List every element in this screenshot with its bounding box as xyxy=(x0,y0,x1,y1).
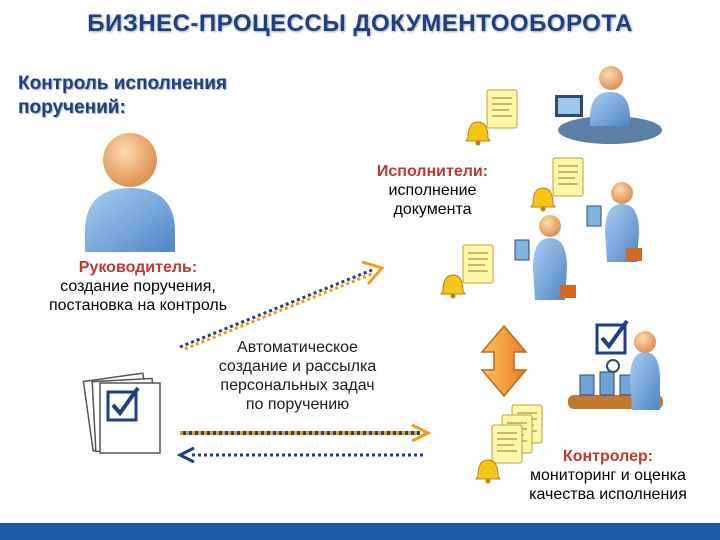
controller-line-2: качества исполнения xyxy=(529,486,687,503)
controller-illustration xyxy=(568,331,663,410)
executors-label: Исполнители: исполнение документа xyxy=(360,162,505,219)
automation-label: Автоматическое создание и рассылка персо… xyxy=(205,338,390,414)
subtitle-line-2: поручений: xyxy=(18,97,126,118)
automation-line-1: Автоматическое xyxy=(237,339,358,356)
document-bell-group-3 xyxy=(440,244,494,299)
executors-line-1: исполнение xyxy=(388,182,477,199)
arrow-to-controller xyxy=(180,423,432,443)
double-arrow-executors-controller xyxy=(480,324,528,398)
controller-line-1: мониторинг и оценка xyxy=(530,467,686,484)
arrow-manager-to-executors xyxy=(179,260,385,352)
executor-figure-2 xyxy=(586,182,642,262)
manager-figure xyxy=(85,133,175,252)
subtitle-line-1: Контроль исполнения xyxy=(18,73,227,94)
document-bell-group-1 xyxy=(465,89,518,146)
executor-figure-1 xyxy=(514,215,576,300)
document-bell-group-2 xyxy=(530,157,584,212)
executors-line-2: документа xyxy=(393,201,472,218)
arrow-from-controller xyxy=(176,446,425,464)
automation-line-3: персональных задач xyxy=(220,377,375,394)
manager-role: Руководитель: xyxy=(78,259,198,276)
automation-line-2: создание и рассылка xyxy=(218,358,377,375)
controller-role: Контролер: xyxy=(562,448,654,465)
controller-label: Контролер: мониторинг и оценка качества … xyxy=(508,447,708,504)
footer-bar xyxy=(0,523,720,540)
manager-line-1: создание поручения, xyxy=(60,278,216,295)
desk-worker-illustration xyxy=(555,66,662,144)
controller-checkbox-icon xyxy=(595,319,629,355)
task-clipboard-illustration xyxy=(82,372,161,454)
manager-label: Руководитель: создание поручения, постан… xyxy=(18,258,258,315)
executors-role: Исполнители: xyxy=(376,163,489,180)
page-title: БИЗНЕС-ПРОЦЕССЫ ДОКУМЕНТООБОРОТА xyxy=(87,10,633,37)
automation-line-4: по поручению xyxy=(245,396,350,413)
slide-subtitle: Контроль исполнения поручений: xyxy=(18,72,227,120)
manager-line-2: постановка на контроль xyxy=(48,297,228,314)
